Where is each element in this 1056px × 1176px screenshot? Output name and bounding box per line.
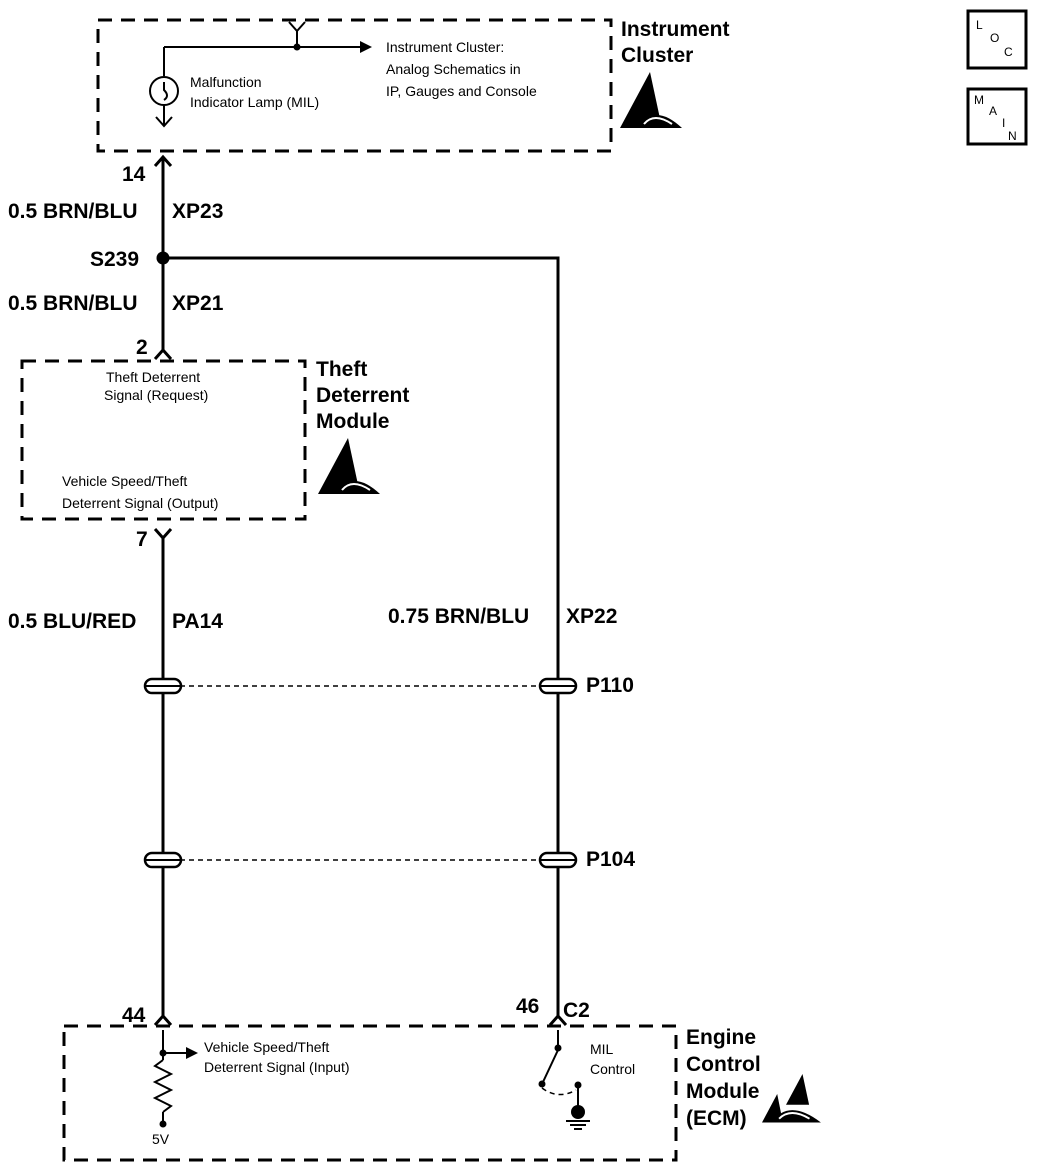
ic-name-line1: Instrument [621, 18, 730, 41]
connector-icon [538, 851, 578, 869]
p110-label: P110 [586, 674, 634, 697]
connector-icon [143, 677, 183, 695]
theft-deterrent-module: Theft Deterrent Signal (Request) Vehicle… [20, 358, 409, 521]
switch-icon [542, 1049, 559, 1083]
svg-text:O: O [990, 31, 999, 45]
mil-label-line2: Indicator Lamp (MIL) [190, 94, 319, 110]
ecm-connector: C2 [563, 999, 590, 1022]
tdm-output-line2: Deterrent Signal (Output) [62, 495, 218, 511]
tdm-request-line2: Signal (Request) [104, 387, 208, 403]
wire-xp23-color: 0.5 BRN/BLU [8, 200, 138, 223]
esd-warning-icon [786, 1074, 810, 1105]
arrow-right-icon [186, 1047, 198, 1059]
pin-14: 14 [122, 163, 146, 186]
ecm-input-line1: Vehicle Speed/Theft [204, 1039, 329, 1055]
main-button[interactable]: M A I N [966, 87, 1028, 146]
wire-xp22-circuit: XP22 [566, 605, 617, 628]
esd-warning-icon [318, 438, 380, 494]
wire-pa14-circuit: PA14 [172, 610, 223, 633]
wire-xp21-color: 0.5 BRN/BLU [8, 292, 138, 315]
ecm-voltage: 5V [152, 1131, 170, 1147]
ecm-input-line2: Deterrent Signal (Input) [204, 1059, 350, 1075]
connector-icon [538, 677, 578, 695]
wire-xp21-circuit: XP21 [172, 292, 224, 315]
ecm-name-line3: Module [686, 1080, 760, 1103]
svg-text:I: I [1002, 116, 1005, 130]
ecm-name-line4: (ECM) [686, 1107, 747, 1130]
wire-pa14: 7 0.5 BLU/RED PA14 44 [8, 528, 223, 1027]
ic-ref-line2[interactable]: Analog Schematics in [386, 61, 521, 77]
pin-44: 44 [122, 1004, 146, 1027]
svg-text:L: L [976, 18, 983, 32]
splice-s239: S239 [90, 248, 170, 271]
svg-text:A: A [989, 104, 997, 118]
resistor-icon [152, 1059, 174, 1113]
ecm-mil-line2: Control [590, 1061, 635, 1077]
passthrough-p104: P104 [143, 848, 635, 871]
wire-pa14-color: 0.5 BLU/RED [8, 610, 136, 633]
ecm-mil-line1: MIL [590, 1041, 614, 1057]
instrument-cluster-box [96, 18, 613, 153]
tdm-name-line2: Deterrent [316, 384, 409, 407]
wire-xp23-circuit: XP23 [172, 200, 223, 223]
ground-icon [566, 1105, 590, 1130]
ecm-name-line1: Engine [686, 1026, 756, 1049]
wire-xp21: 0.5 BRN/BLU XP21 2 [8, 258, 224, 360]
ic-name-line2: Cluster [621, 44, 693, 67]
esd-warning-icon [762, 1094, 821, 1123]
mil-label-line1: Malfunction [190, 74, 262, 90]
wire-xp22: 0.75 BRN/BLU XP22 46 C2 [163, 256, 617, 1026]
svg-text:C: C [1004, 45, 1013, 59]
passthrough-p110: P110 [143, 674, 634, 697]
ecm-box [62, 1024, 678, 1162]
tdm-request-line1: Theft Deterrent [106, 369, 200, 385]
wire-xp23: 14 0.5 BRN/BLU XP23 [8, 154, 223, 258]
ic-ref-line1[interactable]: Instrument Cluster: [386, 39, 504, 55]
ecm-name-line2: Control [686, 1053, 761, 1076]
pin-2: 2 [136, 336, 148, 359]
svg-text:N: N [1008, 129, 1017, 143]
splice-label: S239 [90, 248, 139, 271]
esd-warning-icon [620, 72, 682, 128]
tdm-output-line1: Vehicle Speed/Theft [62, 473, 187, 489]
svg-text:M: M [974, 93, 984, 107]
pin-7: 7 [136, 528, 148, 551]
arrow-right-icon [360, 41, 372, 53]
tdm-name-line3: Module [316, 410, 390, 433]
tdm-box [20, 359, 307, 521]
p104-label: P104 [586, 848, 635, 871]
ic-ref-line3[interactable]: IP, Gauges and Console [386, 83, 537, 99]
instrument-cluster: Malfunction Indicator Lamp (MIL) Instrum… [96, 18, 730, 153]
pin-46: 46 [516, 995, 539, 1018]
wire-xp22-color: 0.75 BRN/BLU [388, 605, 529, 628]
connector-icon [143, 851, 183, 869]
tdm-name-line1: Theft [316, 358, 367, 381]
engine-control-module: 5V Vehicle Speed/Theft Deterrent Signal … [62, 1024, 821, 1162]
loc-button[interactable]: L O C [966, 9, 1028, 70]
